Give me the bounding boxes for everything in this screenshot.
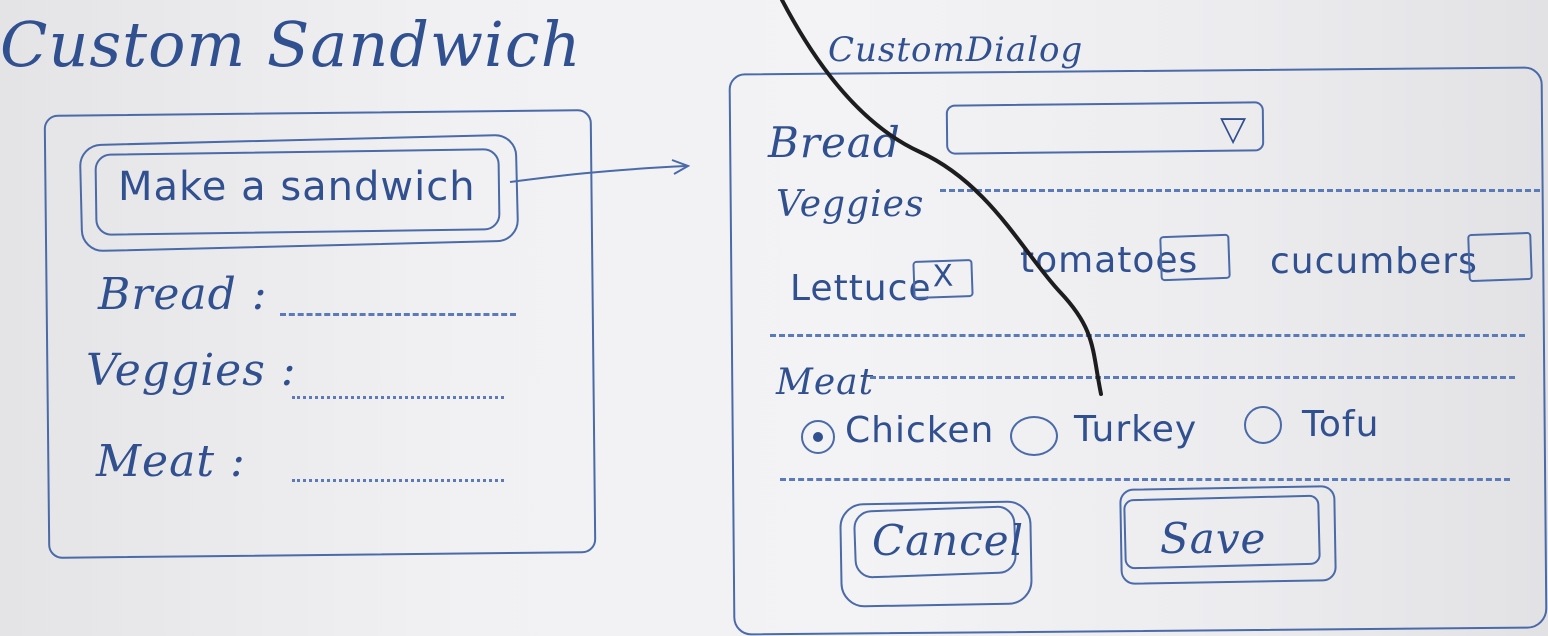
save-button-label: Save	[1160, 514, 1267, 563]
cucumbers-checkbox[interactable]	[1467, 231, 1533, 283]
meat-summary-value	[292, 479, 504, 482]
dialog-title: CustomDialog	[828, 30, 1084, 70]
selected-dot-icon	[813, 432, 823, 442]
page-title: Custom Sandwich	[0, 8, 582, 81]
meat-group-bottom-border	[780, 478, 1510, 481]
lettuce-label: Lettuce	[790, 268, 932, 309]
veggies-summary-value	[292, 396, 504, 399]
lettuce-checkbox[interactable]: X	[912, 259, 974, 300]
cancel-button-label: Cancel	[872, 516, 1025, 565]
meat-group-top-border	[870, 376, 1515, 379]
meat-summary-label: Meat :	[96, 436, 246, 487]
veggies-group-label: Veggies	[776, 184, 925, 225]
meat-group-label: Meat	[776, 362, 875, 403]
tofu-label: Tofu	[1302, 404, 1380, 445]
bread-summary-value	[280, 313, 516, 316]
dropdown-triangle-icon[interactable]: ▽	[1220, 109, 1247, 149]
bread-summary-label: Bread :	[98, 269, 268, 320]
bread-select[interactable]	[945, 101, 1265, 155]
cucumbers-label: cucumbers	[1270, 241, 1478, 282]
make-sandwich-button-label: Make a sandwich	[118, 164, 476, 210]
veggies-group-top-border	[940, 189, 1540, 192]
turkey-radio[interactable]	[1010, 416, 1058, 456]
tofu-radio[interactable]	[1244, 406, 1282, 444]
bread-label: Bread	[768, 118, 901, 167]
veggies-summary-label: Veggies :	[86, 345, 297, 396]
tomatoes-checkbox[interactable]	[1159, 233, 1231, 282]
veggies-group-bottom-border	[770, 334, 1525, 337]
right-arrow-icon	[509, 159, 690, 183]
turkey-label: Turkey	[1074, 409, 1198, 450]
chicken-radio[interactable]	[801, 420, 835, 454]
chicken-label: Chicken	[845, 410, 995, 451]
